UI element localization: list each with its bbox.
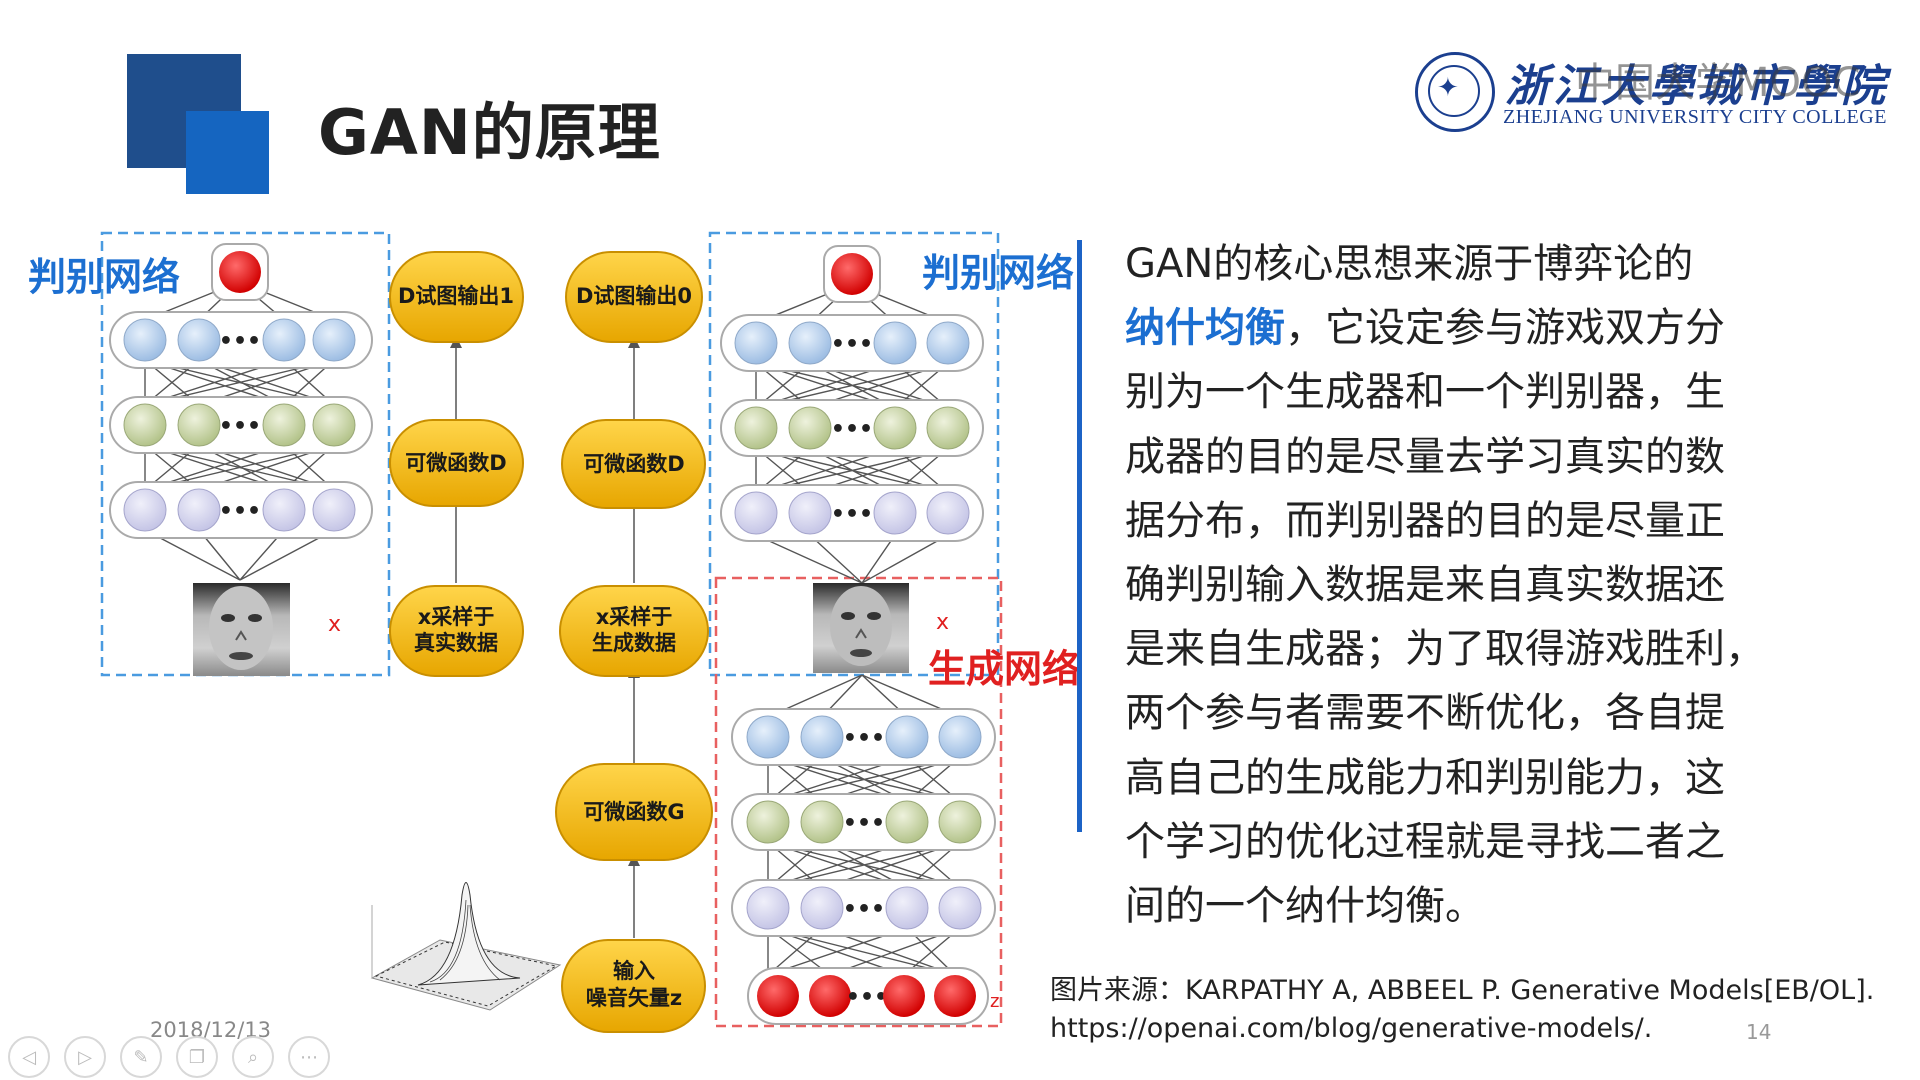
para-line: 是来自生成器；为了取得游戏胜利， — [1125, 626, 1765, 673]
previous-slide-icon[interactable]: ◁ — [8, 1036, 50, 1078]
para-line: 别为一个生成器和一个判别器，生 — [1125, 369, 1725, 416]
left-layer-blue: ••• — [109, 311, 373, 369]
nash-equilibrium-highlight: 纳什均衡 — [1125, 305, 1285, 352]
pen-tool-icon[interactable]: ✎ — [120, 1036, 162, 1078]
para-line: 间的一个纳什均衡。 — [1125, 883, 1485, 930]
pill-text: D试图输出0 — [576, 284, 692, 308]
left-layer-green: ••• — [109, 396, 373, 454]
para-line: 成器的目的是尽量去学习真实的数 — [1125, 433, 1725, 480]
pill-diff-d-1: 可微函数D — [389, 419, 524, 507]
pill-text: 可微函数D — [405, 451, 506, 475]
gen-layer-lavender: ••• — [731, 879, 996, 937]
gen-layer-green: ••• — [731, 793, 996, 851]
pill-real-sample: x采样于 真实数据 — [389, 585, 524, 677]
svg-text:•••: ••• — [831, 332, 873, 357]
left-layer-lavender: ••• — [109, 481, 373, 539]
para-line: 确判别输入数据是来自真实数据还 — [1125, 562, 1725, 609]
noise-input-layer: ••• — [747, 967, 989, 1025]
pill-noise-input: 输入 噪音矢量z — [561, 939, 706, 1033]
svg-text:•••: ••• — [843, 726, 885, 751]
discriminator-label-left: 判别网络 — [28, 255, 181, 299]
output-neuron — [219, 251, 261, 293]
x-label-left: x — [328, 612, 341, 637]
para-line-1: GAN的核心思想来源于博弈论的 — [1125, 241, 1694, 287]
left-output-node — [211, 243, 269, 301]
generator-label: 生成网络 — [928, 647, 1081, 691]
pill-diff-d-2: 可微函数D — [561, 419, 706, 509]
logo-chinese: 浙江大學城市學院 — [1505, 61, 1889, 112]
left-network-connections — [144, 281, 335, 581]
next-slide-icon[interactable]: ▷ — [64, 1036, 106, 1078]
pill-d-output-1: D试图输出1 — [389, 251, 524, 343]
slide-overview-icon[interactable]: ❐ — [176, 1036, 218, 1078]
slideshow-controls: ◁ ▷ ✎ ❐ ⌕ ⋯ — [8, 1036, 330, 1078]
svg-text:•••: ••• — [219, 414, 261, 439]
para-line: 据分布，而判别器的目的是尽量正 — [1125, 497, 1725, 544]
description-paragraph: GAN的核心思想来源于博弈论的 纳什均衡，它设定参与游戏双方分 别为一个生成器和… — [1125, 232, 1825, 938]
pill-text: D试图输出1 — [398, 284, 514, 308]
more-options-icon[interactable]: ⋯ — [288, 1036, 330, 1078]
generated-face-image — [813, 583, 909, 673]
university-seal-icon: ✦ — [1415, 52, 1495, 132]
svg-text:•••: ••• — [846, 985, 888, 1010]
output-neuron — [831, 253, 873, 295]
citation-line-1: 图片来源：KARPATHY A, ABBEEL P. Generative Mo… — [1050, 975, 1875, 1006]
pill-text: x采样于 — [596, 605, 673, 629]
real-face-image — [193, 583, 290, 676]
para-line: 个学习的优化过程就是寻找二者之 — [1125, 818, 1725, 865]
discriminator-label-right: 判别网络 — [922, 251, 1075, 295]
right-layer-green: ••• — [720, 399, 984, 457]
logo-english: ZHEJIANG UNIVERSITY CITY COLLEGE — [1503, 106, 1887, 128]
svg-text:•••: ••• — [219, 329, 261, 354]
pill-text: 噪音矢量z — [586, 986, 682, 1010]
gaussian-surface-plot — [370, 882, 562, 1011]
right-layer-blue: ••• — [720, 314, 984, 372]
right-output-node — [823, 245, 881, 303]
para-line: 两个参与者需要不断优化，各自提 — [1125, 690, 1725, 737]
pill-d-output-0: D试图输出0 — [565, 251, 703, 343]
university-logo: ✦ 浙江大學城市學院 ZHEJIANG UNIVERSITY CITY COLL… — [1415, 50, 1886, 135]
gan-diagram: ••• ••• ••• ••• ••• ••• — [100, 231, 1003, 1033]
right-layer-lavender: ••• — [720, 484, 984, 542]
discriminator-box-right — [708, 231, 1000, 677]
svg-text:•••: ••• — [843, 811, 885, 836]
mooc-watermark: 中国大学MOOC — [1575, 60, 1861, 106]
x-label-right: x — [936, 610, 949, 635]
image-source-citation: 图片来源：KARPATHY A, ABBEEL P. Generative Mo… — [1050, 972, 1874, 1048]
text-divider-line — [1077, 240, 1082, 832]
svg-text:•••: ••• — [219, 499, 261, 524]
pill-text: 生成数据 — [592, 631, 676, 655]
citation-url: https://openai.com/blog/generative-model… — [1050, 1013, 1653, 1044]
pill-text: 可微函数G — [583, 800, 684, 824]
svg-text:•••: ••• — [843, 897, 885, 922]
para-line-2: 纳什均衡，它设定参与游戏双方分 — [1125, 305, 1725, 352]
pill-gen-sample: x采样于 生成数据 — [559, 585, 709, 677]
pill-text: x采样于 — [418, 605, 495, 629]
para-line: 高自己的生成能力和判别能力，这 — [1125, 754, 1725, 801]
pill-text: 可微函数D — [583, 452, 684, 476]
pill-text: 真实数据 — [414, 631, 498, 655]
svg-text:•••: ••• — [831, 417, 873, 442]
svg-text:•••: ••• — [831, 502, 873, 527]
generator-box — [714, 576, 1003, 1028]
pill-text: 输入 — [613, 959, 655, 983]
title-decoration-square-light — [186, 111, 269, 194]
right-disc-connections — [755, 283, 949, 584]
zoom-icon[interactable]: ⌕ — [232, 1036, 274, 1078]
slide-title: GAN的原理 — [318, 96, 661, 169]
pill-diff-g: 可微函数G — [555, 763, 713, 861]
generator-connections — [767, 674, 961, 976]
z-label: z — [990, 991, 999, 1012]
page-number: 14 — [1746, 1020, 1772, 1044]
gen-layer-blue: ••• — [731, 708, 996, 766]
